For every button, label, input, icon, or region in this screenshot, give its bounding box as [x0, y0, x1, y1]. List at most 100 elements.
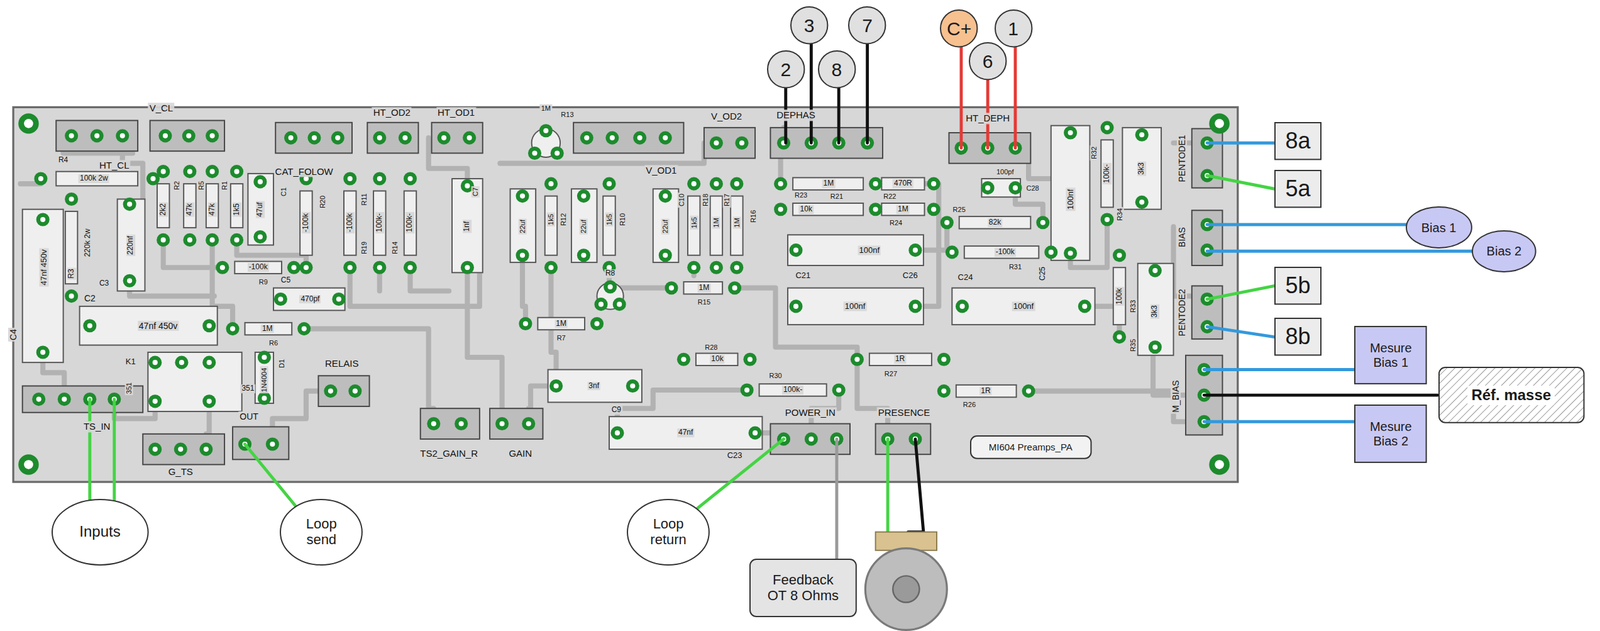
component-label: R31	[1007, 262, 1023, 271]
component-label-vertical: BIAS	[1176, 225, 1187, 249]
component-label-vertical: C25	[1038, 265, 1048, 282]
component-label: 1M	[554, 319, 568, 329]
terminal-blocks	[22, 120, 1223, 465]
callout-ellipse: Loop return	[627, 499, 710, 565]
node-text: Loop send	[291, 516, 352, 547]
callout-circle: 7	[848, 6, 886, 44]
component-label-vertical: R3	[67, 267, 77, 280]
component-label: C9	[610, 406, 623, 415]
callout-box: Mesure Bias 1	[1354, 326, 1427, 384]
component-label-vertical: R12	[559, 211, 568, 227]
component-label: R7	[555, 333, 568, 343]
component-label-vertical: 3k3	[1150, 303, 1160, 319]
node-text: MI604 Preamps_PA	[973, 441, 1088, 453]
component-label-vertical: 1M	[712, 216, 721, 229]
component-label-vertical: M_BIAS	[1170, 378, 1181, 414]
component-label-vertical: 3k3	[1137, 160, 1147, 176]
component-label-vertical: 220k 2w	[83, 227, 93, 259]
component-label: -100k	[994, 247, 1016, 257]
node-text: 5a	[1277, 176, 1319, 202]
component-label: HT_CL	[98, 159, 131, 171]
callout-circle: C+	[940, 10, 977, 47]
component-label: 470pf	[299, 294, 321, 304]
component-label-vertical: 47k	[185, 201, 195, 217]
node-text: 8b	[1277, 323, 1319, 349]
component-label-vertical: R20	[318, 194, 327, 210]
component-label-vertical: R1	[220, 179, 229, 192]
component-label-vertical: C1	[279, 186, 288, 198]
component-label-vertical: PENTODE2	[1176, 287, 1187, 337]
component-label: 100nf	[1012, 301, 1036, 311]
node-shape	[1354, 404, 1427, 463]
callout-ellipse: Inputs	[52, 499, 149, 565]
component-label: -100k	[247, 262, 270, 272]
component-label: 82k	[987, 218, 1003, 227]
node-shape	[790, 6, 828, 44]
node-shape	[940, 10, 977, 47]
node-text: 5b	[1277, 272, 1319, 298]
node-text: 8	[819, 59, 855, 81]
rounded-label-box: MI604 Preamps_PA	[970, 435, 1092, 459]
component-label-vertical: 1k5	[605, 212, 614, 227]
callout-box: 5b	[1274, 267, 1321, 304]
component-label: 100pf	[995, 167, 1016, 176]
component-label: 1R	[893, 354, 906, 364]
component-label: R21	[829, 191, 845, 200]
component-label-vertical: 1M	[733, 216, 742, 229]
node-shape	[280, 499, 363, 565]
node-text: 1	[995, 18, 1032, 40]
node-shape	[818, 50, 856, 88]
component-label: C21	[794, 270, 812, 281]
component-label: C26	[901, 270, 920, 281]
potentiometer-symbol	[865, 531, 947, 630]
component-label: 3nf	[587, 381, 601, 391]
callout-ellipse: Bias 2	[1472, 230, 1536, 272]
component-label-vertical: R14	[391, 240, 400, 256]
callout-circle: 8	[818, 50, 856, 88]
component-label: R26	[961, 399, 977, 409]
component-bodies	[22, 125, 1174, 449]
pcb-board	[13, 106, 1238, 482]
component-label-vertical: C4	[8, 327, 19, 342]
component-label-vertical: 351	[124, 380, 133, 395]
component-label-vertical: R33	[1128, 298, 1137, 314]
component-label: 10k	[799, 204, 814, 214]
component-label: C28	[1024, 183, 1040, 192]
component-label-vertical: R2	[172, 179, 181, 192]
node-shape	[970, 435, 1092, 459]
wires	[89, 44, 1473, 559]
component-label-vertical: 1k5	[689, 215, 698, 230]
component-label: R4	[57, 155, 70, 165]
component-label: 1M	[822, 179, 836, 188]
component-label: R25	[951, 204, 967, 214]
component-label-vertical: 22uf	[579, 218, 588, 235]
component-label: TS2_GAIN_R	[418, 447, 480, 459]
component-label: C23	[726, 450, 744, 460]
node-shape	[969, 42, 1006, 80]
component-label-vertical: R35	[1128, 337, 1137, 353]
component-label: V_CL	[148, 102, 175, 114]
node-text: 2	[768, 59, 804, 81]
callout-circle: 3	[790, 6, 828, 44]
component-label: HT_DEPH	[964, 113, 1011, 124]
node-text: Bias 2	[1480, 243, 1528, 258]
node-shape	[52, 499, 149, 565]
copper-traces	[20, 127, 1208, 449]
component-label-vertical: 1N4004	[260, 366, 269, 394]
node-text: Bias 1	[1414, 220, 1463, 235]
callout-circle: 2	[767, 50, 805, 88]
component-label: 100nf	[858, 245, 882, 255]
component-label: C24	[956, 272, 975, 283]
node-text: Réf. masse	[1467, 385, 1555, 405]
component-label: V_OD1	[644, 164, 678, 176]
component-label: TS_IN	[82, 421, 112, 432]
node-shape	[767, 50, 805, 88]
callout-ellipse: Loop send	[280, 499, 363, 565]
callout-circle: 6	[969, 42, 1006, 80]
component-label: POWER_IN	[783, 406, 837, 418]
node-text: C+	[941, 18, 977, 40]
component-label-vertical: -100k	[301, 211, 311, 234]
callout-box: 5a	[1274, 170, 1321, 207]
node-shape	[995, 10, 1032, 47]
component-label: R27	[883, 369, 899, 378]
